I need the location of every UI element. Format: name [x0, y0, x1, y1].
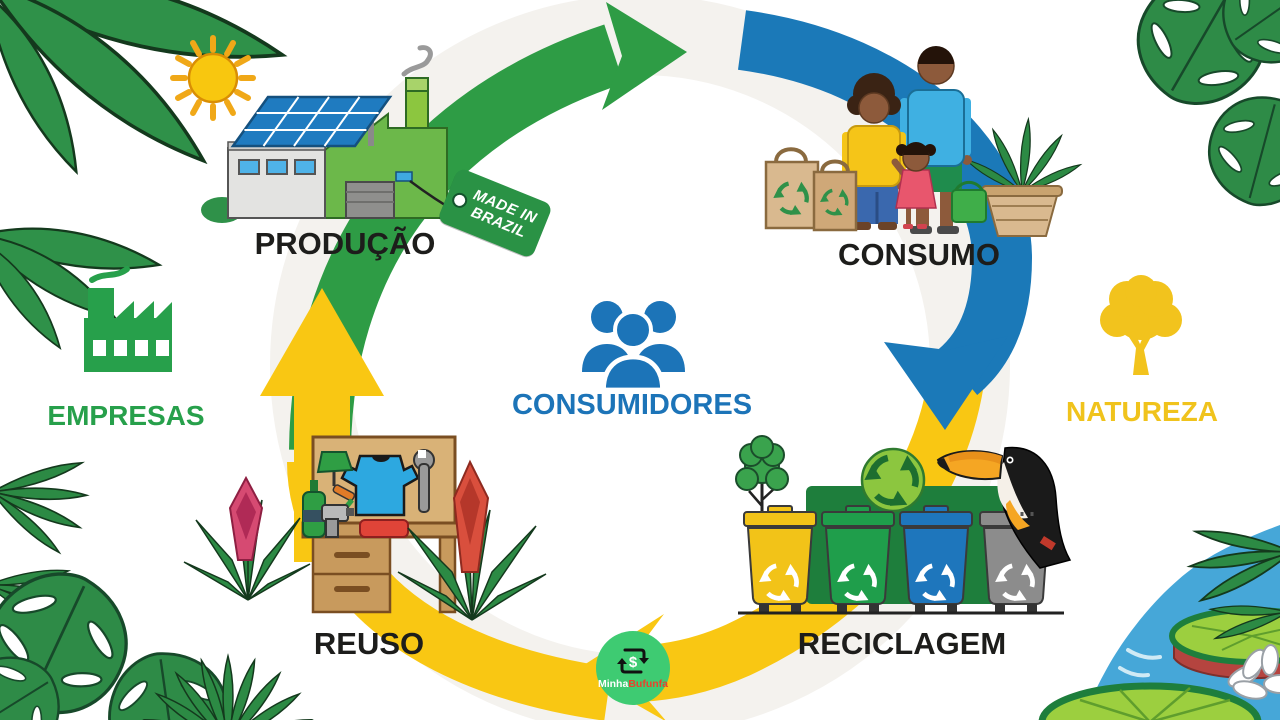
svg-text:$: $ — [629, 654, 638, 671]
paint-lamp-tools — [316, 451, 356, 514]
toucan — [936, 446, 1072, 569]
pond-bottom-right — [1038, 525, 1280, 720]
minha-bufunfa-watermark: $ MinhaBufunfa — [596, 631, 670, 705]
girl-figure — [891, 142, 937, 229]
small-tree — [735, 435, 789, 530]
recycled-shopping-bag — [764, 147, 820, 230]
lily-pad — [1038, 682, 1262, 720]
arrowhead-up — [260, 288, 384, 396]
producao-scene — [170, 35, 461, 223]
smoke — [401, 45, 433, 77]
recycle-bin-blue — [899, 505, 973, 613]
factory-gray-hall — [227, 147, 326, 219]
factory-door — [345, 181, 395, 219]
factory-window — [294, 159, 316, 175]
label-natureza: NATUREZA — [1066, 396, 1218, 427]
factory-window — [266, 159, 288, 175]
drill-tool — [321, 504, 354, 538]
arrowhead-right — [602, 2, 687, 110]
factory-window — [238, 159, 260, 175]
label-consumidores: CONSUMIDORES — [511, 389, 753, 421]
label-reciclagem: RECICLAGEM — [797, 626, 1007, 661]
label-empresas: EMPRESAS — [47, 400, 205, 431]
watermark-part1: Minha — [597, 678, 629, 691]
recycle-bin-yellow — [743, 505, 817, 613]
recycle-badge — [860, 447, 926, 516]
sun-icon — [170, 35, 256, 121]
consumo-scene — [764, 46, 1083, 237]
watermark-part2: Bufunfa — [628, 678, 668, 691]
natureza-tree-icon — [1100, 275, 1182, 375]
solar-panel — [230, 95, 393, 148]
reciclagem-scene — [735, 435, 1072, 615]
pencil-case — [359, 519, 409, 538]
money-cycle-icon: $ — [617, 648, 649, 674]
reuso-scene — [183, 435, 547, 621]
recycle-bin-green — [821, 505, 895, 613]
tshirt — [340, 454, 420, 517]
watermark-text: MinhaBufunfa — [598, 679, 668, 690]
woman-figure — [841, 73, 907, 230]
green-bucket — [951, 180, 987, 223]
water-ripple — [1118, 648, 1162, 678]
monstera-leaves-top-right — [1113, 0, 1280, 219]
wrench-tool — [413, 449, 435, 513]
arrowhead-down — [884, 336, 1008, 430]
lotus-flower — [1227, 644, 1280, 700]
label-producao: PRODUÇÃO — [254, 226, 436, 261]
empresas-factory-icon — [84, 266, 172, 372]
bromeliad-plant-left — [183, 475, 311, 601]
consumers-group-icon — [582, 301, 685, 390]
recycled-shopping-bag — [812, 159, 858, 232]
bromeliad-plant-right — [397, 459, 547, 621]
label-reuso: REUSO — [313, 626, 425, 661]
label-consumo: CONSUMO — [838, 237, 1000, 272]
